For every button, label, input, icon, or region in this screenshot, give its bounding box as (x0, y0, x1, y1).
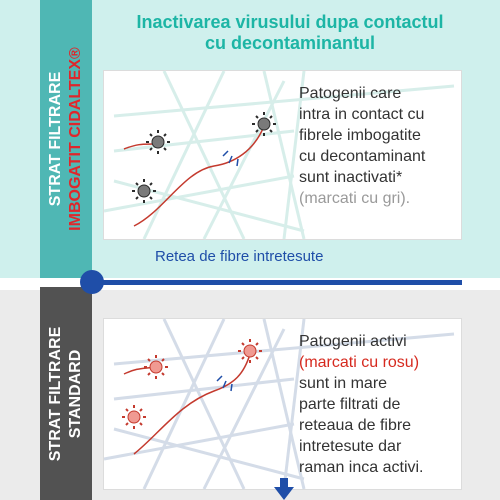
pathogen-inactive-icon (151, 135, 165, 149)
description-line: cu decontaminant (299, 148, 426, 165)
side-label-bottom-line2: STANDARD (67, 349, 84, 438)
fiber-network-top (103, 70, 455, 240)
title-line1: Inactivarea virusului dupa contactul (136, 12, 444, 32)
description-line: raman inca activi. (299, 459, 424, 476)
pathogen-inactive-icon (257, 117, 271, 131)
description-line: sunt in mare (299, 375, 388, 392)
divider-dot (80, 270, 104, 294)
title-line2: cu decontaminantul (204, 33, 375, 53)
network-label: Retea de fibre intretesute (155, 248, 324, 265)
description-line: sunt inactivati* (299, 169, 403, 186)
pathogen-active-icon (149, 360, 163, 374)
top-description: Patogenii care intra in contact cu fibre… (299, 83, 425, 209)
description-line: parte filtrati de (299, 396, 401, 413)
description-line: Patogenii care (299, 85, 402, 102)
pathogen-trajectory (133, 125, 265, 227)
side-label-bottom-line1: STRAT FILTRARE (47, 326, 64, 461)
top-illustration-panel: Patogenii care intra in contact cu fibre… (103, 70, 462, 240)
fiber-network-bottom (103, 318, 455, 490)
pathogen-active-icon (243, 344, 257, 358)
side-label-top-line2: IMBOGATIT CIDALTEX® (67, 47, 84, 231)
description-line: Patogenii activi (299, 333, 407, 350)
pathogen-active-icon (127, 410, 141, 424)
description-note: (marcati cu gri). (299, 190, 411, 207)
description-line: fibrele imbogatite (299, 127, 421, 144)
bottom-illustration-panel: Patogenii activi (marcati cu rosu) sunt … (103, 318, 462, 490)
side-label-top: STRAT FILTRARE IMBOGATIT CIDALTEX® (40, 0, 92, 278)
pathogen-inactive-icon (137, 184, 151, 198)
section-title: Inactivarea virusului dupa contactul cu … (100, 12, 480, 54)
pathogen-trajectory (133, 353, 251, 455)
side-label-bottom: STRAT FILTRARE STANDARD (40, 287, 92, 500)
bottom-description: Patogenii activi (marcati cu rosu) sunt … (299, 331, 424, 478)
description-line: intretesute dar (299, 438, 402, 455)
description-line: intra in contact cu (299, 106, 425, 123)
side-label-top-line1: STRAT FILTRARE (47, 71, 64, 207)
arrow-down-icon (274, 478, 294, 500)
description-line: reteaua de fibre (299, 417, 412, 434)
section-divider-line (92, 280, 462, 285)
description-highlight: (marcati cu rosu) (299, 354, 420, 371)
